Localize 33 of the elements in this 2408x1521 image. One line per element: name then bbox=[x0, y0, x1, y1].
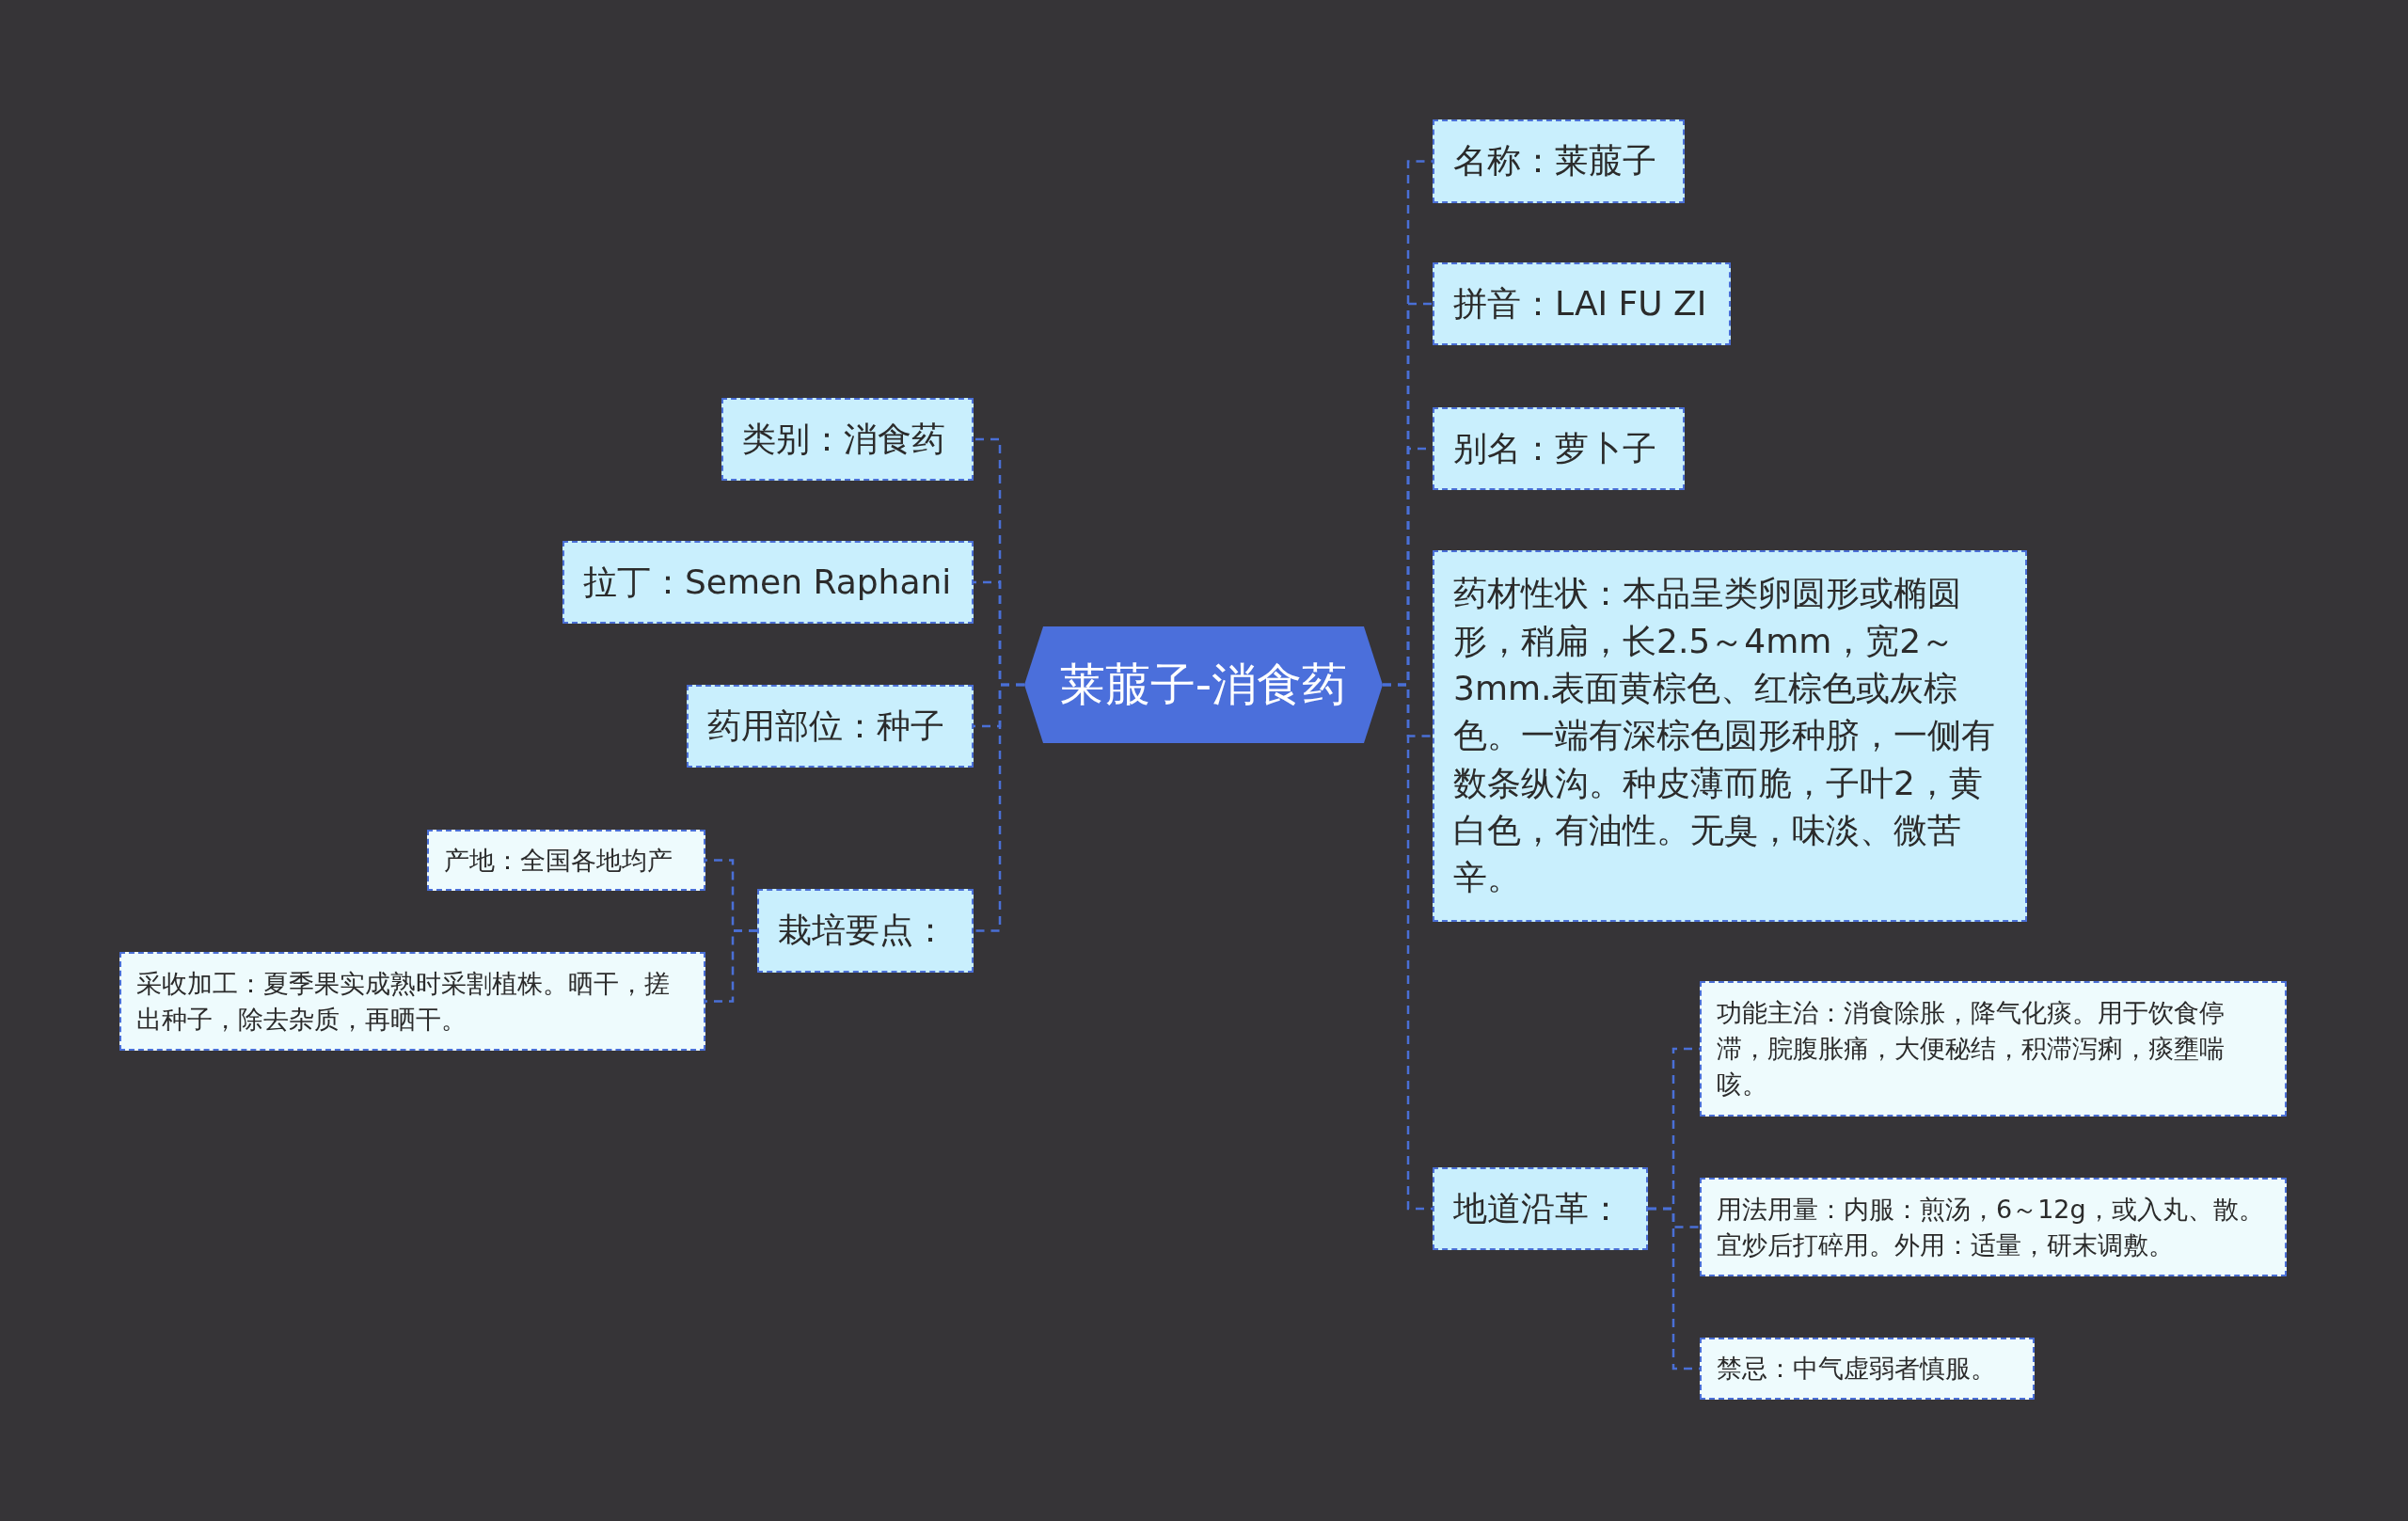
subtopic-box bbox=[119, 952, 705, 1051]
topic-text: 名称：莱菔子 bbox=[1453, 140, 1656, 182]
connector-line bbox=[974, 683, 1024, 932]
subtopic-box bbox=[1700, 1178, 2287, 1276]
connector-line bbox=[1383, 683, 1433, 1211]
topic-text: 产地：全国各地均产 bbox=[444, 844, 673, 877]
subtopic-box bbox=[427, 830, 705, 891]
topic-box bbox=[1433, 119, 1685, 203]
topic-text: 禁忌：中气虚弱者慎服。 bbox=[1717, 1353, 1996, 1386]
topic-box bbox=[687, 685, 974, 768]
topic-text: 拉丁：Semen Raphani bbox=[583, 561, 952, 603]
topic-text: 拼音：LAI FU ZI bbox=[1453, 282, 1707, 325]
topic-hexagon bbox=[1024, 626, 1383, 743]
topic-box bbox=[562, 541, 974, 624]
subtopic-box bbox=[1700, 1338, 2035, 1400]
topic-text: 功能主治：消食除胀，降气化痰。用于饮食停滞，脘腹胀痛，大便秘结，积滞泻痢，痰壅喘咳。 bbox=[1717, 997, 2226, 1101]
topic-text: 采收加工：夏季果实成熟时采割植株。晒干，搓出种子，除去杂质，再晒干。 bbox=[136, 967, 671, 1036]
topic-text: 栽培要点： bbox=[778, 910, 947, 952]
topic-text: 别名：萝卜子 bbox=[1453, 427, 1656, 469]
topic-box bbox=[1433, 1167, 1648, 1250]
connector-line bbox=[705, 929, 757, 1003]
topic-text: 类别：消食药 bbox=[742, 418, 945, 460]
topic-box bbox=[721, 398, 974, 481]
topic-box bbox=[1433, 407, 1685, 490]
topic-text: 药用部位：种子 bbox=[707, 705, 944, 747]
topic-text: 莱菔子-消食药 bbox=[1059, 657, 1348, 712]
topic-box bbox=[757, 889, 974, 973]
topic-text: 地道沿革： bbox=[1453, 1187, 1623, 1229]
topic-box bbox=[1433, 550, 2027, 922]
subtopic-box bbox=[1700, 981, 2287, 1117]
topic-box bbox=[1433, 262, 1731, 345]
topic-text: 药材性状：本品呈类卵圆形或椭圆形，稍扁，长2.5～4mm，宽2～3mm.表面黄棕色、红棕色或灰棕色。一端有深棕色圆形种脐，一侧有数条纵沟。种皮薄而脆，子叶2，黄白色，有油性。无臭，味淡、微苦辛。 bbox=[1453, 573, 1996, 899]
topic-text: 用法用量：内服：煎汤，6～12g，或入丸、散。宜炒后打碎用。外用：适量，研末调敷。 bbox=[1717, 1193, 2265, 1261]
